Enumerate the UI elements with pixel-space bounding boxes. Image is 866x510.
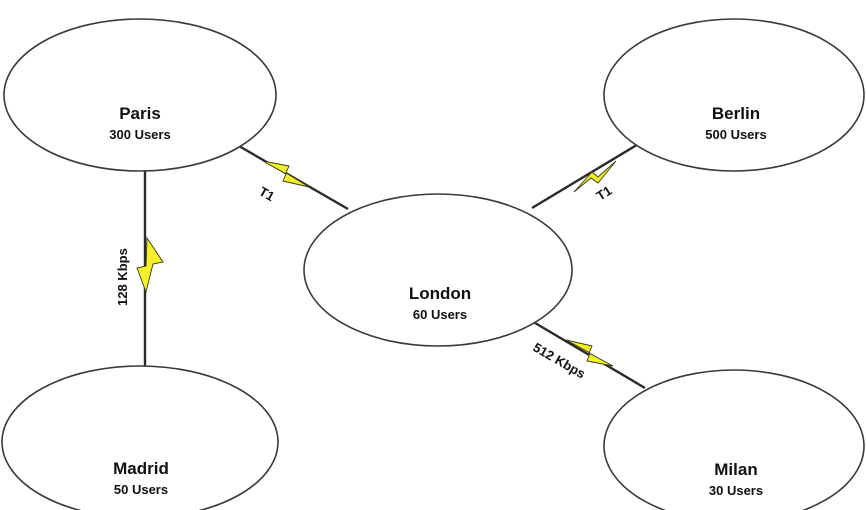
link-label-paris-london: T1 (257, 184, 278, 205)
link-berlin-london: T1 (531, 138, 646, 210)
lightning-bolt-icon (136, 236, 164, 294)
link-paris-london: T1 (231, 140, 349, 211)
node-madrid: Madrid 50 Users (1, 365, 279, 510)
link-label-berlin-london: T1 (594, 183, 615, 204)
node-london-users: 60 Users (413, 307, 467, 322)
link-paris-madrid: 128 Kbps (115, 160, 164, 368)
node-paris: Paris 300 Users (3, 18, 277, 172)
lightning-bolt-icon (565, 339, 614, 367)
node-london-name: London (409, 284, 471, 303)
node-madrid-users: 50 Users (114, 482, 168, 497)
lightning-bolt-icon (573, 160, 617, 193)
link-london-milan: 512 Kbps (529, 318, 646, 390)
node-berlin: Berlin 500 Users (603, 18, 865, 172)
node-paris-name: Paris (119, 104, 161, 123)
node-berlin-name: Berlin (712, 104, 760, 123)
link-label-paris-madrid: 128 Kbps (115, 248, 130, 306)
node-milan: Milan 30 Users (603, 369, 865, 510)
node-madrid-name: Madrid (113, 459, 169, 478)
node-berlin-users: 500 Users (705, 127, 766, 142)
node-milan-name: Milan (714, 460, 757, 479)
lightning-bolt-icon (262, 160, 310, 188)
node-milan-users: 30 Users (709, 483, 763, 498)
node-paris-users: 300 Users (109, 127, 170, 142)
node-london: London 60 Users (303, 193, 573, 347)
